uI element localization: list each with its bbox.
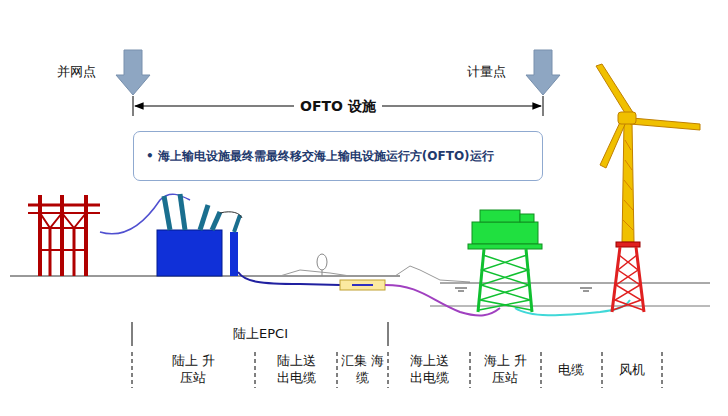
part-label: 陆上送 出电缆 <box>274 353 318 387</box>
point-label: 并网点 <box>57 64 96 81</box>
callout-text: • 海上输电设施最终需最终移交海上输电设施运行方(OFTO)运行 <box>134 148 506 165</box>
onshore-gantry <box>28 195 100 276</box>
overhead-line <box>100 194 190 234</box>
part-label: 海上 升压站 <box>483 353 527 387</box>
section-separators <box>132 322 662 388</box>
part-label: 电缆 <box>549 362 593 379</box>
part-label: 汇集 海缆 <box>340 353 384 387</box>
wind-turbine <box>596 64 700 312</box>
part-label: 风机 <box>610 362 654 379</box>
terrain <box>10 254 710 306</box>
point-label: 计量点 <box>467 64 506 81</box>
dimension-line <box>133 96 543 116</box>
onshore-transformer <box>157 194 242 276</box>
part-label: 陆上 升压站 <box>171 353 215 387</box>
transition-joint <box>340 280 385 290</box>
part-label: 海上送 出电缆 <box>407 353 451 387</box>
offshore-platform <box>468 210 542 312</box>
onshore-cable <box>238 272 340 285</box>
point-arrow <box>116 50 560 95</box>
section-label: 陆上EPCI <box>233 326 288 343</box>
callout-box: • 海上输电设施最终需最终移交海上输电设施运行方(OFTO)运行 <box>133 131 543 181</box>
span-label: OFTO 设施 <box>294 97 382 115</box>
